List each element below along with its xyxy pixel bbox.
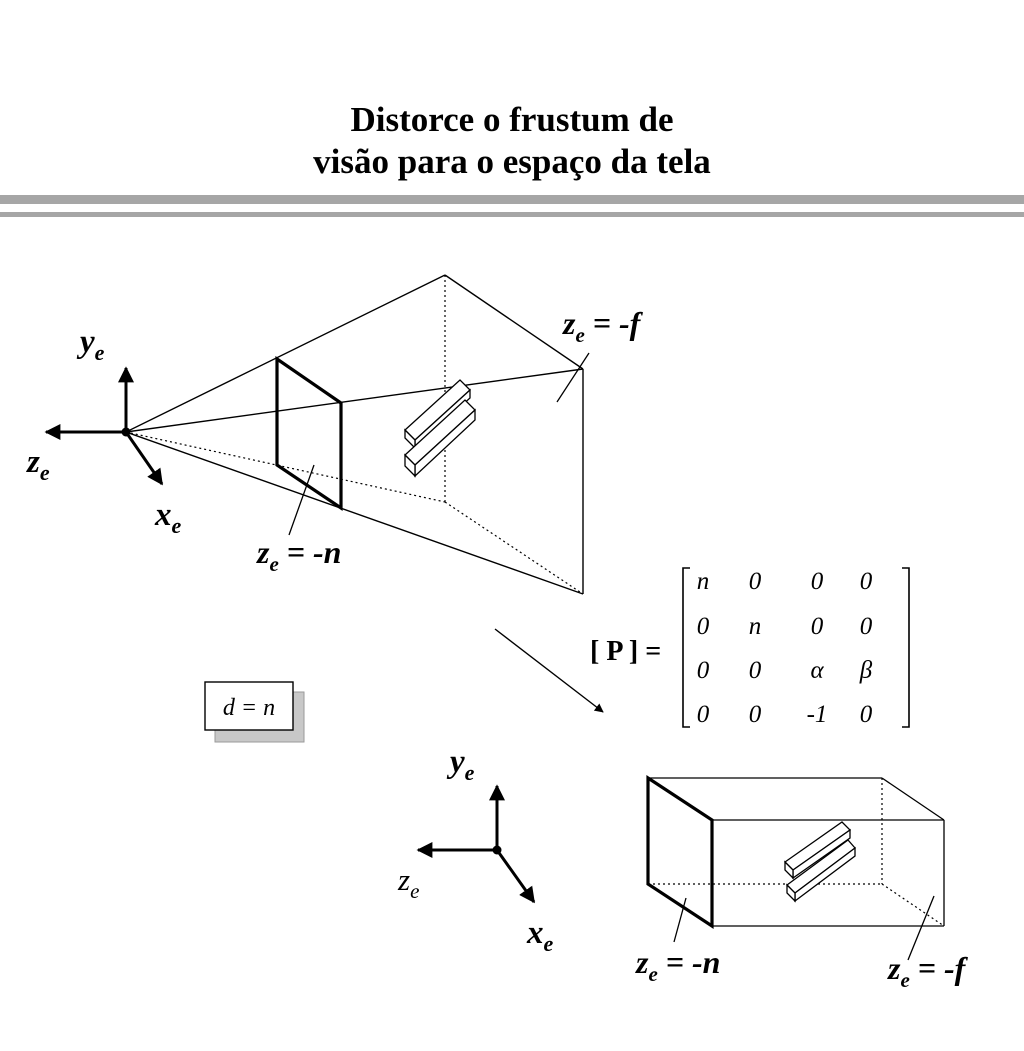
- top-axis-x-label: xe: [154, 497, 182, 538]
- frustum-object: [404, 379, 476, 478]
- bottom-box: [646, 775, 945, 961]
- matrix-cell: 0: [749, 657, 762, 684]
- near-plane: [275, 355, 343, 512]
- title-line-2: visão para o espaço da tela: [313, 142, 711, 181]
- transform-arrow: [494, 628, 604, 713]
- matrix-cell: -1: [807, 701, 828, 728]
- matrix-cell: 0: [811, 568, 824, 595]
- matrix-cell: 0: [749, 701, 762, 728]
- box-far-top-edge: [881, 777, 945, 821]
- box-near-plane: [646, 775, 714, 929]
- matrix-cell: 0: [697, 613, 710, 640]
- box-hidden-edge-d: [881, 883, 945, 927]
- note-box: d = n: [204, 681, 305, 743]
- box-leader-far: [907, 895, 935, 961]
- leader-far: [556, 352, 590, 403]
- bottom-axis-z-label: ze: [397, 862, 419, 903]
- title-rule-thick: [0, 195, 1024, 204]
- far-top-edge: [444, 274, 584, 370]
- matrix-cell: 0: [860, 701, 873, 728]
- title-rule-thin: [0, 212, 1024, 217]
- projection-matrix: [ P ] = n 0 0 0 0 n 0 0 0 0 α β 0 0 -1 0: [590, 567, 910, 728]
- matrix-right-bracket: [902, 567, 910, 728]
- top-axis-z-label: ze: [26, 444, 50, 485]
- matrix-cell: n: [697, 568, 710, 595]
- box-object: [783, 821, 856, 903]
- top-axes: [44, 366, 164, 486]
- eye-point: [121, 427, 131, 437]
- top-axis-y-label: ye: [76, 324, 105, 365]
- matrix-cell: 0: [697, 701, 710, 728]
- note-box-frame: [204, 681, 294, 731]
- box-leader-near: [673, 897, 687, 943]
- matrix-left-bracket: [682, 567, 690, 728]
- ray-hidden: [125, 431, 446, 503]
- matrix-cell: 0: [749, 568, 762, 595]
- bottom-axes: [416, 784, 536, 904]
- matrix-cell: β: [859, 657, 873, 684]
- axis-x-arrow: [124, 431, 164, 486]
- matrix-cell: 0: [860, 568, 873, 595]
- bottom-near-plane-label: ze = -n: [635, 944, 720, 986]
- bottom-axis-x-label: xe: [526, 915, 554, 956]
- matrix-label: [ P ] =: [590, 636, 661, 667]
- leader-near: [288, 464, 315, 536]
- top-far-plane-label: ze = -f: [562, 305, 644, 347]
- title-line-1: Distorce o frustum de: [350, 100, 674, 139]
- matrix-cell: 0: [811, 613, 824, 640]
- bottom-axis-y-label: ye: [446, 744, 475, 785]
- matrix-cell: 0: [860, 613, 873, 640]
- ray-top: [125, 274, 446, 433]
- top-near-plane-label: ze = -n: [256, 534, 341, 576]
- ray-right-top: [125, 368, 584, 433]
- matrix-cell: n: [749, 613, 762, 640]
- bottom-axis-x-arrow: [495, 849, 536, 904]
- bottom-far-plane-label: ze = -f: [887, 950, 969, 992]
- ray-bottom: [125, 431, 584, 595]
- far-hidden-edge-h: [444, 501, 584, 595]
- matrix-cell: 0: [697, 657, 710, 684]
- matrix-cell: α: [810, 657, 824, 684]
- bottom-origin-point: [492, 845, 502, 855]
- top-frustum: [125, 274, 590, 595]
- note-text: d = n: [223, 695, 275, 721]
